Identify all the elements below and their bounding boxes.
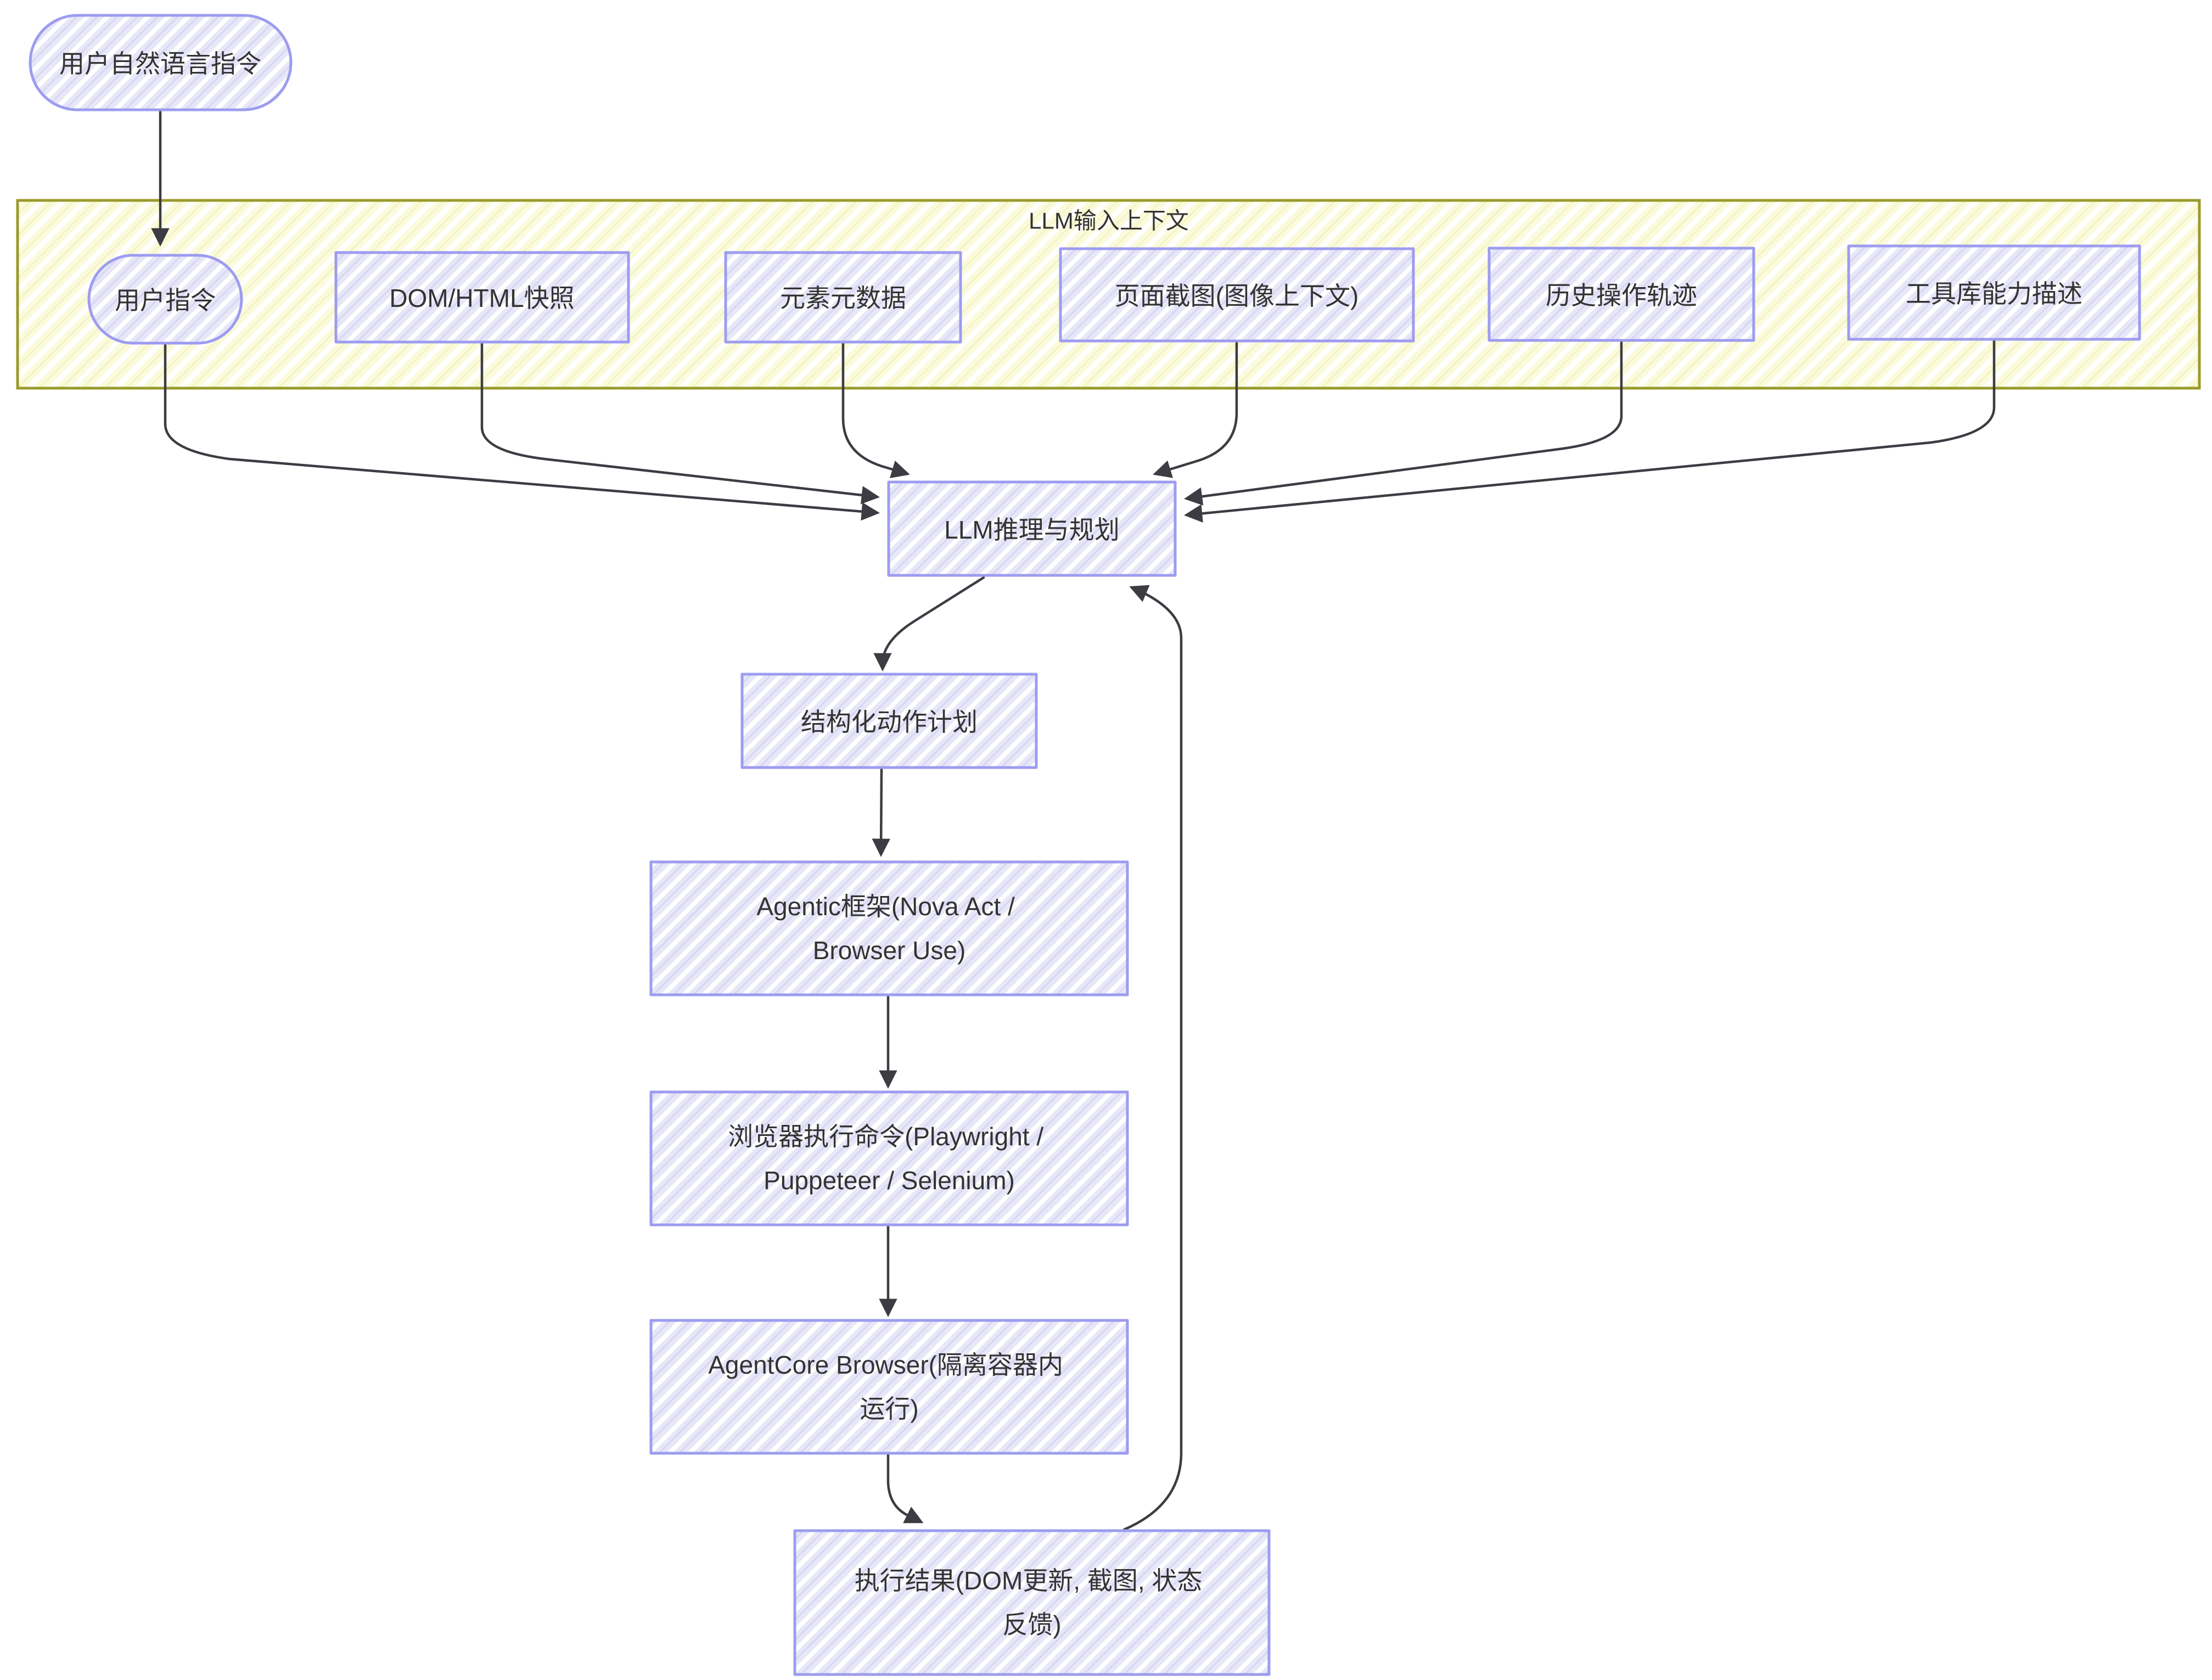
node-tool-capability: 工具库能力描述 bbox=[1847, 244, 2141, 341]
svg-text:AgentCore Browser(隔离容器内: AgentCore Browser(隔离容器内 运行) bbox=[708, 1351, 1070, 1423]
node-execution-result-line2: 反馈) bbox=[1002, 1610, 1061, 1639]
edge-history-trace-to-llm bbox=[1184, 340, 1623, 506]
edge-tool-capability-to-llm bbox=[1184, 339, 1996, 523]
node-execution-result: 执行结果(DOM更新, 截图, 状态 反馈) bbox=[793, 1529, 1271, 1676]
node-dom-html-snapshot: DOM/HTML快照 bbox=[334, 251, 630, 344]
svg-text:浏览器执行命令(Playwright / Pup: 浏览器执行命令(Playwright / Puppeteer / Seleniu… bbox=[728, 1122, 1051, 1195]
edge-llm-to-structured-plan bbox=[873, 576, 985, 671]
edge-element-metadata-to-llm bbox=[841, 341, 910, 478]
node-browser-commands-line1: 浏览器执行命令(Playwright / bbox=[728, 1122, 1043, 1151]
node-page-screenshot-label: 页面截图(图像上下文) bbox=[1115, 282, 1359, 310]
edge-agentcore-to-execution-result bbox=[886, 1453, 924, 1524]
edge-user-instruction-to-llm bbox=[164, 343, 880, 521]
svg-text:Agentic框架(Nova Act / Bro: Agentic框架(Nova Act / Browser Use) bbox=[756, 892, 1021, 965]
node-tool-capability-label: 工具库能力描述 bbox=[1906, 279, 2082, 308]
node-structured-plan-label: 结构化动作计划 bbox=[801, 708, 978, 736]
node-agentic-framework-line1: Agentic框架(Nova Act / bbox=[756, 892, 1015, 921]
node-history-trace: 历史操作轨迹 bbox=[1487, 247, 1755, 342]
svg-text:执行结果(DOM更新, 截图, 状态 反馈): 执行结果(DOM更新, 截图, 状态 反馈) bbox=[855, 1566, 1210, 1639]
node-llm-reasoning-label: LLM推理与规划 bbox=[944, 516, 1119, 544]
node-browser-commands: 浏览器执行命令(Playwright / Puppeteer / Seleniu… bbox=[649, 1090, 1129, 1227]
node-user-instruction: 用户指令 bbox=[87, 254, 243, 345]
node-agentcore-browser-line1: AgentCore Browser(隔离容器内 bbox=[708, 1351, 1063, 1379]
node-agentic-framework: Agentic框架(Nova Act / Browser Use) bbox=[649, 860, 1129, 996]
node-user-instruction-label: 用户指令 bbox=[115, 286, 216, 315]
edges-layer bbox=[151, 109, 1996, 1531]
node-user-nl-instruction: 用户自然语言指令 bbox=[29, 14, 293, 111]
node-element-metadata-label: 元素元数据 bbox=[780, 284, 906, 312]
edge-dom-snapshot-to-llm bbox=[480, 341, 880, 505]
node-page-screenshot: 页面截图(图像上下文) bbox=[1059, 247, 1415, 343]
node-user-nl-instruction-label: 用户自然语言指令 bbox=[59, 49, 261, 78]
node-agentcore-browser: AgentCore Browser(隔离容器内 运行) bbox=[649, 1319, 1129, 1455]
node-execution-result-line1: 执行结果(DOM更新, 截图, 状态 bbox=[855, 1566, 1203, 1595]
edge-structured-plan-to-agentic bbox=[872, 767, 890, 857]
node-history-trace-label: 历史操作轨迹 bbox=[1546, 281, 1697, 310]
node-agentic-framework-line2: Browser Use) bbox=[813, 936, 966, 965]
node-llm-reasoning: LLM推理与规划 bbox=[887, 480, 1177, 577]
container-title: LLM输入上下文 bbox=[1029, 208, 1189, 234]
node-element-metadata: 元素元数据 bbox=[724, 251, 962, 344]
edge-execution-result-to-llm-feedback bbox=[1122, 585, 1183, 1531]
node-structured-plan: 结构化动作计划 bbox=[740, 673, 1038, 769]
node-dom-html-snapshot-label: DOM/HTML快照 bbox=[389, 284, 574, 312]
node-browser-commands-line2: Puppeteer / Selenium) bbox=[763, 1166, 1015, 1195]
node-agentcore-browser-line2: 运行) bbox=[860, 1395, 918, 1423]
edge-page-screenshot-to-llm bbox=[1153, 340, 1238, 478]
